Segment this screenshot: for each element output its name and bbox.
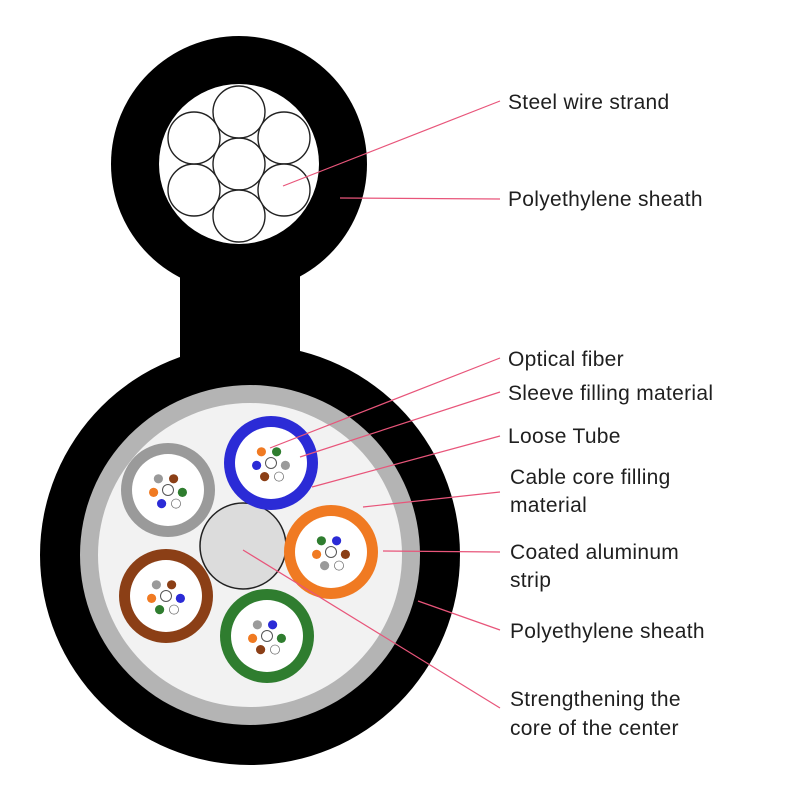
optical-fiber bbox=[260, 472, 270, 482]
steel-wire bbox=[212, 189, 266, 243]
optical-fiber bbox=[175, 593, 185, 604]
optical-fiber bbox=[155, 605, 165, 615]
labels: Steel wire strand Polyethylene sheath Op… bbox=[508, 91, 713, 740]
optical-fiber bbox=[276, 633, 286, 644]
optical-fiber bbox=[147, 593, 157, 604]
optical-fiber bbox=[320, 561, 330, 571]
optical-fiber bbox=[157, 499, 167, 509]
steel-wire-strand bbox=[167, 85, 311, 243]
label-cable-core-filling-line1: Cable core filling bbox=[510, 466, 671, 489]
center-fiber bbox=[162, 484, 174, 496]
label-coated-aluminum-line1: Coated aluminum bbox=[510, 541, 679, 564]
optical-fiber bbox=[177, 487, 187, 497]
optical-fiber bbox=[316, 536, 326, 546]
label-coated-aluminum-line2: strip bbox=[510, 569, 551, 592]
leader-pe-sheath-top bbox=[339, 197, 501, 200]
optical-fiber bbox=[151, 580, 161, 590]
steel-wire bbox=[257, 111, 311, 165]
optical-fiber bbox=[168, 604, 179, 615]
loose-tube-green bbox=[220, 589, 314, 683]
steel-wire bbox=[167, 111, 221, 165]
leader-core-filling bbox=[362, 491, 501, 508]
optical-fiber bbox=[256, 645, 266, 655]
steel-wire bbox=[167, 163, 221, 217]
optical-fiber bbox=[167, 580, 177, 590]
steel-wire bbox=[257, 163, 311, 217]
center-fiber bbox=[325, 546, 337, 558]
center-fiber bbox=[160, 590, 172, 602]
optical-fiber bbox=[332, 536, 342, 546]
optical-fiber bbox=[256, 447, 266, 457]
optical-fiber bbox=[169, 474, 179, 484]
center-strength-member bbox=[199, 502, 287, 590]
leader-pe-sheath-bottom bbox=[417, 600, 501, 631]
label-strengthening-line1: Strengthening the bbox=[510, 688, 681, 711]
steel-wire bbox=[212, 137, 266, 191]
optical-fiber bbox=[312, 549, 322, 560]
optical-fiber bbox=[269, 644, 280, 655]
optical-fiber bbox=[252, 460, 262, 470]
optical-fiber bbox=[333, 560, 344, 571]
leader-optical-fiber bbox=[269, 357, 501, 449]
leader-strengthening bbox=[242, 549, 501, 709]
optical-fiber bbox=[340, 549, 350, 560]
leader-aluminum-strip bbox=[382, 550, 501, 553]
label-loose-tube: Loose Tube bbox=[508, 425, 621, 448]
label-pe-sheath-bottom: Polyethylene sheath bbox=[510, 620, 705, 643]
loose-tube-orange bbox=[284, 505, 378, 599]
optical-fiber bbox=[280, 460, 290, 470]
loose-tube-blue bbox=[224, 416, 318, 510]
optical-fiber bbox=[153, 474, 163, 484]
leader-steel-wire bbox=[282, 100, 501, 187]
optical-fiber bbox=[149, 487, 159, 497]
optical-fiber bbox=[252, 620, 262, 630]
label-pe-sheath-top: Polyethylene sheath bbox=[508, 188, 703, 211]
center-fiber bbox=[265, 457, 277, 469]
leader-sleeve-filling bbox=[299, 391, 501, 458]
label-cable-core-filling-line2: material bbox=[510, 494, 587, 517]
optical-fiber bbox=[248, 633, 258, 644]
optical-fiber bbox=[272, 447, 282, 457]
label-strengthening-line2: core of the center bbox=[510, 717, 679, 740]
loose-tube-gray bbox=[121, 443, 215, 537]
label-sleeve-filling-material: Sleeve filling material bbox=[508, 382, 713, 405]
label-optical-fiber: Optical fiber bbox=[508, 348, 624, 371]
leader-lines bbox=[242, 100, 501, 709]
optical-fiber bbox=[273, 471, 284, 482]
leader-loose-tube bbox=[311, 435, 501, 488]
optical-fiber bbox=[268, 620, 278, 630]
loose-tube-brown bbox=[119, 549, 213, 643]
center-fiber bbox=[261, 630, 273, 642]
steel-wire bbox=[212, 85, 266, 139]
optical-fiber bbox=[170, 498, 181, 509]
loose-tubes-group bbox=[119, 416, 378, 683]
label-steel-wire-strand: Steel wire strand bbox=[508, 91, 670, 114]
